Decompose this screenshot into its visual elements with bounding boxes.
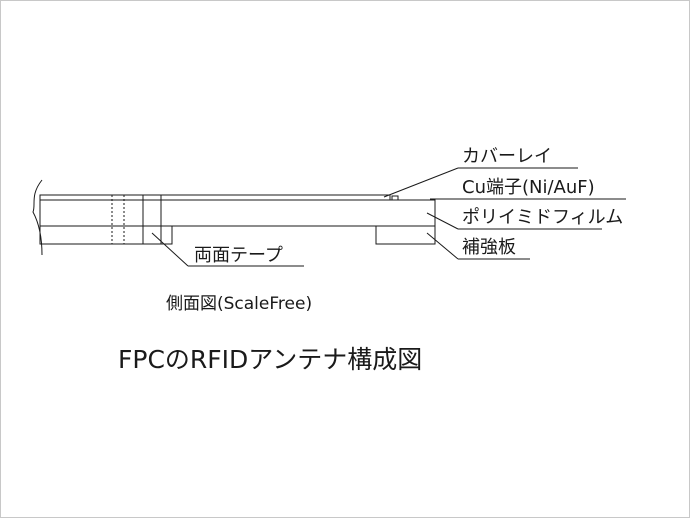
label-coverlay: カバーレイ [462,146,552,167]
stiffener-plate [375,225,436,245]
label-tape: 両面テープ [194,245,283,266]
label-polyimide: ポリイミドフィルム [462,207,623,228]
cu-terminal [391,195,399,201]
break-line [32,179,43,256]
leader-tape [151,232,189,267]
polyimide-layer [39,199,436,227]
label-stiffener: 補強板 [462,237,516,258]
label-view: 側面図(ScaleFree) [166,294,312,314]
leader-coverlay [383,167,459,198]
label-terminal: Cu端子(Ni/AuF) [462,177,595,198]
leader-polyimide [426,212,459,230]
leader-stiffener [426,232,459,260]
diagram-title: FPCのRFIDアンテナ構成図 [118,345,422,374]
coverlay-layer [39,194,391,201]
lower-layer [39,225,173,245]
